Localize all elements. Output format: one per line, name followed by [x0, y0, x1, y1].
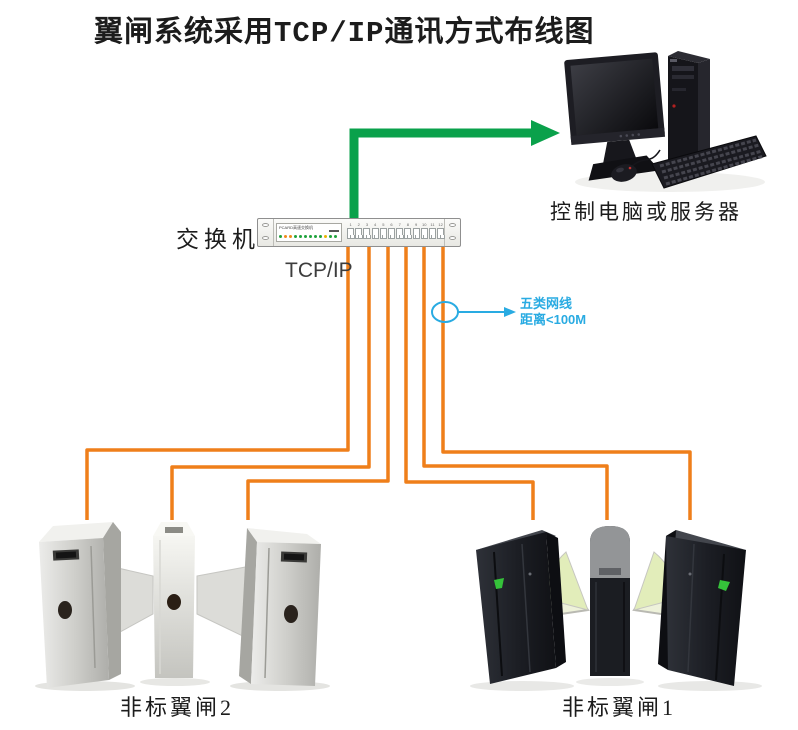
cable-5 [422, 242, 609, 520]
status-led [299, 235, 302, 238]
cable-4 [404, 242, 535, 520]
status-led [324, 235, 327, 238]
rj45-port: 5 [379, 222, 388, 243]
tcpip-label: TCP/IP [285, 259, 353, 282]
network-cables [85, 242, 692, 520]
rj45-port: 3 [363, 222, 371, 243]
green-arrow-icon [494, 578, 504, 589]
status-led [329, 235, 332, 238]
gate-left-label: 非标翼闸2 [120, 695, 235, 720]
switch-label: 交换机 [176, 227, 260, 252]
status-led [334, 235, 337, 238]
switch-brand-text: PCARD高速交换机 [279, 225, 314, 230]
rj45-port: 12 [437, 222, 445, 243]
rj45-port: 8 [404, 222, 412, 243]
rj45-port: 2 [355, 222, 363, 243]
rack-ear-left [258, 219, 274, 246]
title-part2: TCP/IP [274, 17, 385, 50]
status-led [319, 235, 322, 238]
gate-cabinet [239, 528, 321, 686]
gate-cabinet [153, 522, 195, 678]
green-arrow-icon [718, 580, 730, 591]
rj45-port: 7 [396, 222, 404, 243]
cable-3 [246, 242, 390, 520]
rj45-port: 4 [371, 222, 380, 243]
status-led [309, 235, 312, 238]
title-part3: 通讯方式布线图 [384, 16, 595, 48]
gate-cabinet [476, 530, 566, 684]
status-led [314, 235, 317, 238]
cable-note-line1: 五类网线 [520, 296, 573, 311]
computer-label: 控制电脑或服务器 [550, 200, 742, 224]
gate-cabinet [658, 530, 746, 686]
status-led [289, 235, 292, 238]
turnstile-group-left [35, 522, 330, 691]
rj45-port: 1 [347, 222, 355, 243]
cable-callout [431, 301, 516, 323]
gate-cabinet [39, 522, 121, 688]
rj45-port: 9 [412, 222, 420, 243]
rj45-port: 6 [387, 222, 396, 243]
rj45-port: 10 [420, 222, 429, 243]
gate-right-label: 非标翼闸1 [562, 695, 677, 720]
status-led [294, 235, 297, 238]
mouse-icon [611, 149, 661, 182]
cable-note-line2: 距离<100M [520, 312, 587, 327]
turnstile-group-right [470, 526, 762, 691]
rj45-port: 11 [428, 222, 437, 243]
keyboard-icon [651, 135, 767, 189]
gate-cabinet [590, 526, 630, 676]
cable-6 [441, 242, 692, 520]
status-led [304, 235, 307, 238]
rack-ear-right [444, 219, 460, 246]
page-title: 翼闸系统采用TCP/IP通讯方式布线图 [94, 8, 594, 50]
computer-illustration [564, 51, 767, 192]
tower-icon [668, 51, 710, 161]
monitor-icon [564, 52, 666, 181]
switch-panel-mark [329, 230, 339, 232]
title-part1: 翼闸系统采用 [94, 16, 275, 48]
cable-2 [170, 242, 371, 520]
status-led [279, 235, 282, 238]
switch-leds [279, 235, 337, 239]
cable-1 [85, 242, 350, 520]
uplink-arrow [349, 120, 560, 226]
switch-front-panel: PCARD高速交换机 [276, 223, 342, 242]
cable-note: 五类网线 距离<100M [520, 296, 586, 328]
status-led [284, 235, 287, 238]
